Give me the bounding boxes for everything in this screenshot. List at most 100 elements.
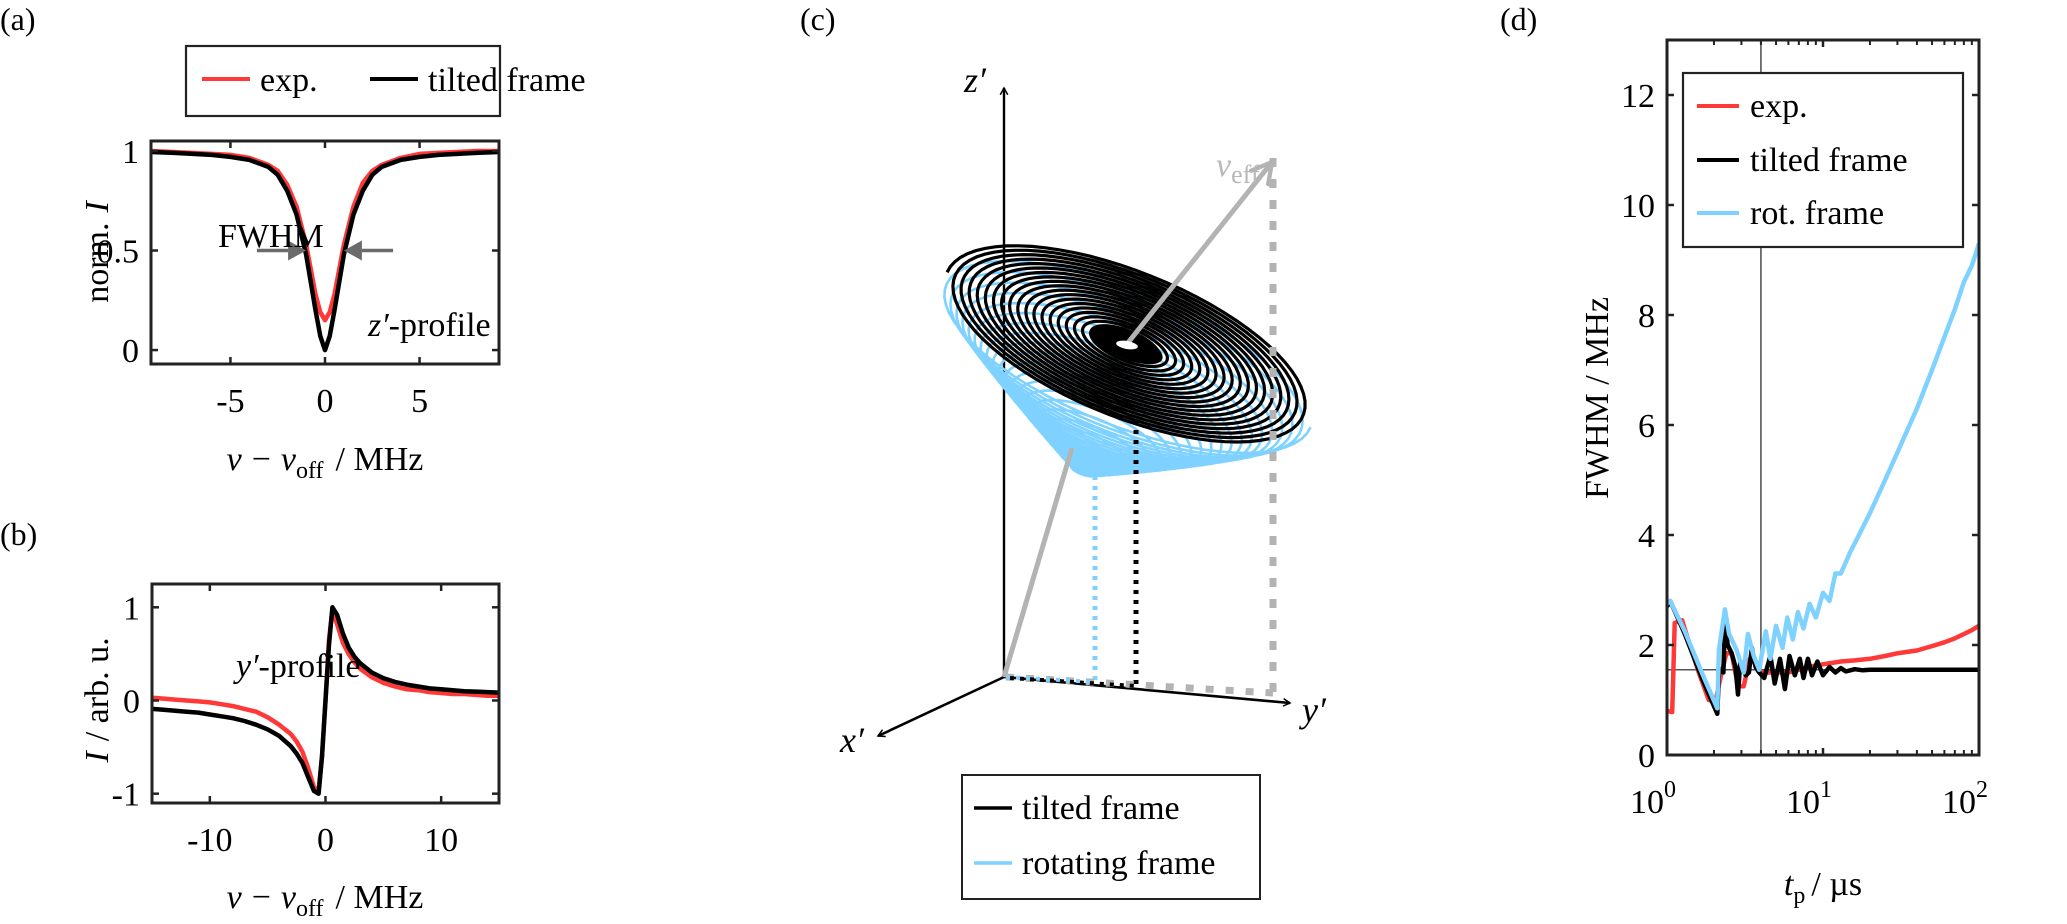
panel-a-axes: -5 0 5 0 0.5 1: [97, 134, 501, 420]
legend-label-exp: exp.: [260, 62, 318, 99]
series-line-tilted: [151, 149, 499, 353]
veff-label: νeff: [1216, 147, 1260, 189]
panel-d-xlabel: tp/ µs: [1784, 866, 1862, 909]
panel-c-diagram: νeff z′ y′ x′ tilted frame rotating fram…: [839, 60, 1327, 900]
panel-b-ylabel-text: / arb. u.: [79, 637, 116, 741]
z-profile-rest: -profile: [389, 307, 491, 344]
panel-b-xlabel: ν−νoff/ MHz: [227, 879, 424, 922]
precession-spirals: [943, 244, 1312, 478]
panel-a-legend: exp. tilted frame: [184, 44, 586, 118]
series-line-tilted: [152, 605, 499, 796]
legend-label-rot: rotating frame: [1022, 845, 1216, 882]
y-profile-label: y′-profile: [233, 648, 360, 685]
z-profile-label: z′-profile: [367, 307, 491, 344]
y-tick-label: 2: [1638, 628, 1655, 665]
x-tick-label: -10: [187, 822, 232, 859]
tick-exponent: 2: [1976, 777, 1988, 803]
y-tick-label: 4: [1638, 518, 1655, 555]
tick-exponent: 0: [1664, 777, 1676, 803]
panel-a-ylabel-text: norm.: [79, 223, 116, 303]
legend-label-tilted: tilted frame: [1750, 142, 1908, 179]
xlabel-minus: −: [252, 879, 271, 916]
y-tick-label: 1: [122, 134, 139, 171]
x-tick-label: 101: [1786, 777, 1832, 821]
panel-label-d: (d): [1500, 1, 1537, 37]
legend-label-exp: exp.: [1750, 88, 1808, 125]
veff-vector-lower: [1001, 447, 1075, 678]
panel-b-ylabel-var: I: [79, 750, 116, 764]
tick-base: 10: [1942, 784, 1976, 821]
panel-b-ylabel: I / arb. u.: [79, 637, 116, 763]
x-tick-label: 102: [1942, 777, 1988, 821]
series-group: [151, 148, 499, 353]
panel-label-b: (b): [0, 516, 37, 552]
x-tick-label: 0: [317, 383, 334, 420]
xlabel-unit: / µs: [1811, 866, 1862, 903]
series-group: [1667, 242, 1979, 717]
legend-label-tilted: tilted frame: [428, 62, 586, 99]
y-axis-label: y′: [1299, 690, 1327, 730]
panel-a-plot: exp. tilted frame -5 0 5 0 0.5 1 FWHM z′-prof…: [79, 44, 586, 484]
legend-label-rot: rot. frame: [1750, 195, 1884, 232]
xlabel-nu2: ν: [281, 441, 297, 478]
y-tick-label: 0: [1638, 738, 1655, 775]
panel-a-xlabel: ν−νoff/ MHz: [227, 441, 424, 484]
panel-d-ylabel: FWHM / MHz: [1579, 297, 1616, 499]
x-tick-label: 10: [424, 822, 458, 859]
x-tick-label: -5: [216, 383, 244, 420]
xlabel-sub: p: [1793, 883, 1805, 909]
panel-a-ylabel-var: I: [79, 200, 116, 214]
y-tick-label: 8: [1638, 298, 1655, 335]
xlabel-nu: ν: [227, 441, 243, 478]
y-tick-label: 10: [1621, 188, 1655, 225]
y-tick-label: 0: [123, 683, 140, 720]
fwhm-annotation: FWHM: [218, 218, 324, 255]
y-profile-var: y′: [233, 648, 259, 685]
xlabel-unit: / MHz: [336, 441, 424, 478]
z-profile-var: z′: [367, 307, 389, 344]
legend-label-tilted: tilted frame: [1022, 790, 1180, 827]
y-tick-label: 6: [1638, 408, 1655, 445]
spiral-center-marker: [1116, 340, 1138, 350]
series-line-exp: [151, 148, 499, 323]
y-tick-label: 1: [123, 590, 140, 627]
z-axis-label: z′: [963, 60, 987, 100]
veff-vector: [1125, 162, 1272, 346]
xlabel-sub: off: [296, 896, 324, 922]
xlabel-nu2: ν: [281, 879, 297, 916]
x-tick-label: 5: [411, 383, 428, 420]
panel-d-legend: exp. tilted frame rot. frame: [1681, 71, 1965, 249]
veff-sub: eff: [1231, 160, 1260, 189]
fwhm-arrow-right-head: [343, 240, 362, 261]
xlabel-sub: off: [296, 458, 324, 484]
xlabel-unit: / MHz: [336, 879, 424, 916]
fwhm-arrow-left-head: [288, 240, 307, 261]
y-profile-rest: -profile: [259, 648, 361, 685]
tick-base: 10: [1630, 784, 1664, 821]
xlabel-minus: −: [252, 441, 271, 478]
xlabel-nu: ν: [227, 879, 243, 916]
veff-nu: ν: [1216, 147, 1232, 184]
y-tick-label: 0.5: [97, 234, 140, 271]
panel-label-c: (c): [800, 1, 836, 37]
tick-exponent: 1: [1820, 777, 1832, 803]
x-tick-label: 0: [317, 822, 334, 859]
y-tick-label: 12: [1621, 78, 1655, 115]
series-line-rot: [1667, 242, 1979, 711]
panel-c-legend: tilted frame rotating frame: [961, 774, 1261, 900]
series-group: [152, 605, 499, 796]
x-axis-label: x′: [839, 720, 865, 760]
panel-a-ylabel: norm. I: [79, 200, 116, 303]
y-tick-label: -1: [112, 777, 140, 814]
x-axis: [878, 675, 1005, 736]
xlabel-t: t: [1784, 866, 1795, 903]
projection-floor-black: [1009, 676, 1137, 688]
panel-label-a: (a): [0, 1, 36, 37]
x-tick-label: 100: [1630, 777, 1676, 821]
y-tick-label: 0: [122, 333, 139, 370]
